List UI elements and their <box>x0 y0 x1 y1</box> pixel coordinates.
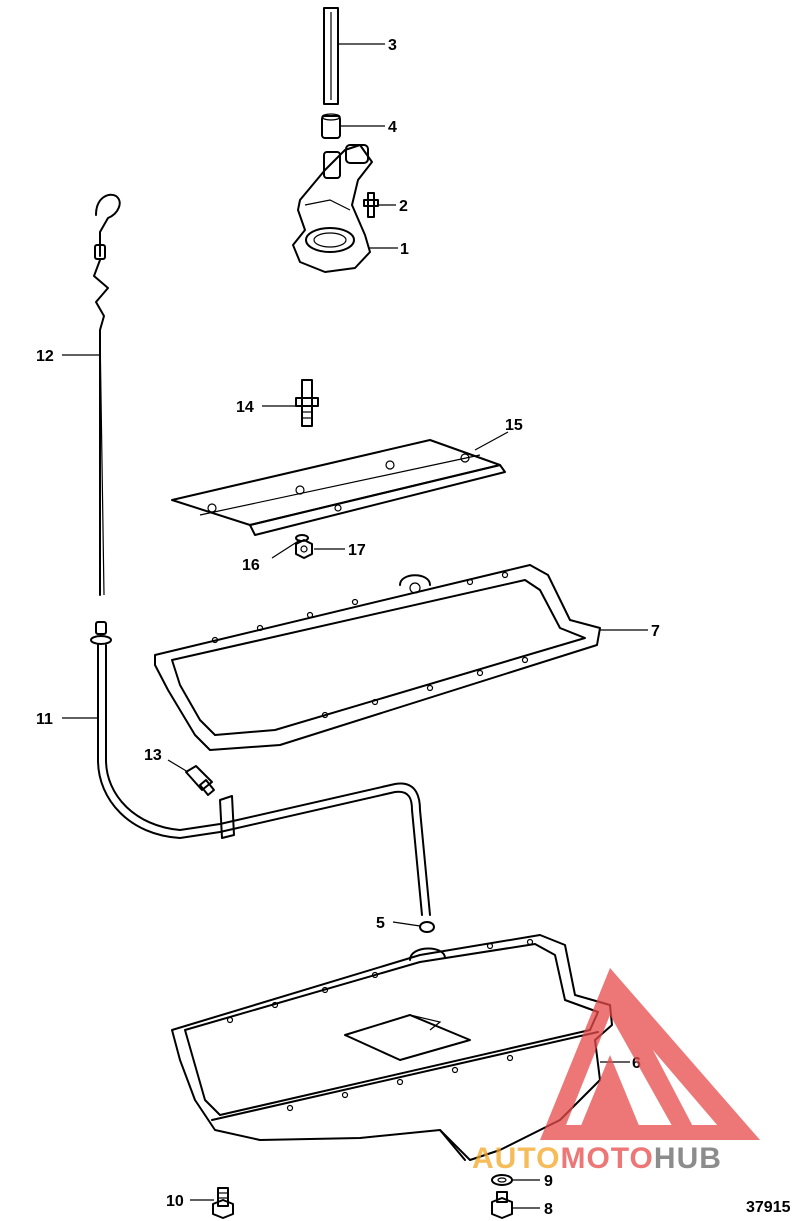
watermark-text: AUTOMOTOHUB <box>472 1142 722 1175</box>
label-2: 2 <box>399 198 408 215</box>
label-11: 11 <box>36 711 53 728</box>
part-17-nut <box>295 539 313 559</box>
label-6: 6 <box>632 1055 641 1072</box>
label-5: 5 <box>376 915 385 932</box>
part-15-baffle <box>171 439 506 536</box>
part-11-dipstick-tube <box>90 621 431 916</box>
label-3: 3 <box>388 37 397 54</box>
watermark-part-moto: MOTO <box>560 1142 653 1175</box>
part-14-stud <box>295 379 319 427</box>
part-9-gasket <box>491 1174 513 1186</box>
label-13: 13 <box>144 747 162 764</box>
part-3-tube <box>323 7 339 105</box>
label-1: 1 <box>400 241 409 258</box>
label-4: 4 <box>388 119 397 136</box>
part-10-bolt <box>212 1187 234 1219</box>
watermark-logo: AUTOMOTOHUB <box>472 968 760 1175</box>
part-7-gasket <box>154 564 601 751</box>
diagram-id: 37915 <box>746 1199 791 1216</box>
label-17: 17 <box>348 542 366 559</box>
part-5-oring <box>419 921 435 933</box>
label-10: 10 <box>166 1193 184 1210</box>
label-14: 14 <box>236 399 254 416</box>
part-1-oil-pump <box>292 144 373 273</box>
watermark-part-hub: HUB <box>654 1142 722 1175</box>
label-12: 12 <box>36 348 54 365</box>
label-9: 9 <box>544 1173 553 1190</box>
part-4-sleeve <box>321 113 341 139</box>
part-12-dipstick <box>93 193 121 596</box>
label-7: 7 <box>651 623 660 640</box>
label-16: 16 <box>242 557 260 574</box>
part-8-drain-plug <box>491 1191 513 1219</box>
watermark-part-auto: AUTO <box>472 1142 560 1175</box>
part-6-oil-pan <box>171 934 613 1161</box>
label-15: 15 <box>505 417 523 434</box>
part-13-bolt <box>185 765 215 796</box>
label-8: 8 <box>544 1201 553 1218</box>
part-2-stud <box>363 192 379 218</box>
watermark-triangle-icon <box>540 968 700 1140</box>
